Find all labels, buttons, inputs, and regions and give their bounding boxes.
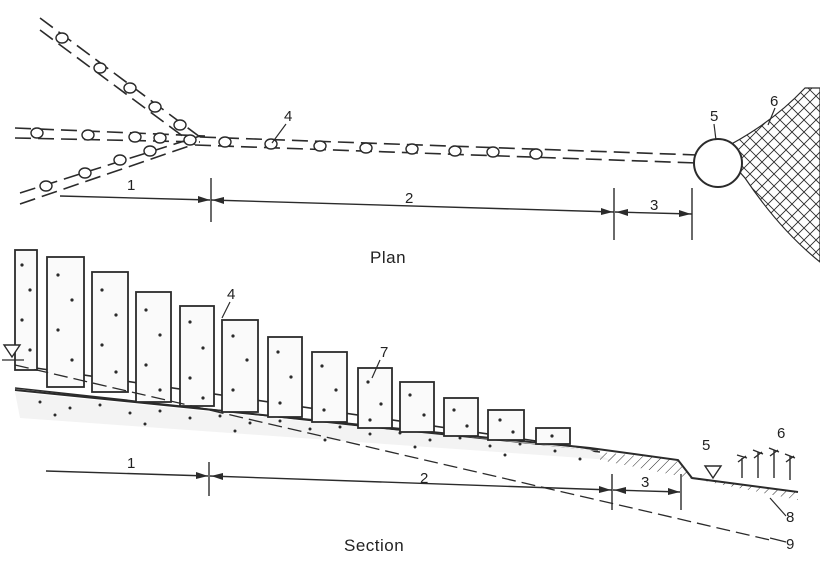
leader-line-water-table xyxy=(769,537,787,543)
outlet-ground-hatch xyxy=(600,452,798,500)
section-label-4: 4 xyxy=(227,286,235,303)
plan-label-6: 6 xyxy=(770,93,778,110)
section-label-5: 5 xyxy=(702,437,710,454)
section-label-8: 8 xyxy=(786,509,794,526)
section-dimension-1 xyxy=(45,462,210,496)
shaft-gravel-dots xyxy=(20,263,554,438)
plan-dimension-2 xyxy=(210,188,615,240)
middle-branch-channel xyxy=(14,127,206,143)
plan-caption: Plan xyxy=(370,248,406,267)
gravel-dots xyxy=(38,400,582,461)
leader-line-shaft xyxy=(221,301,231,319)
water-level-icon-left xyxy=(2,344,22,359)
leader-line-pit xyxy=(713,123,717,141)
plan-dimension-3 xyxy=(614,188,693,240)
well-shaft-markers xyxy=(30,32,543,192)
leader-line-well xyxy=(271,123,287,144)
section-label-7: 7 xyxy=(380,344,388,361)
plan-label-3: 3 xyxy=(650,197,658,214)
section-label-1: 1 xyxy=(127,455,135,472)
gravel-aquifer-band xyxy=(15,392,610,460)
section-caption: Section xyxy=(344,536,404,555)
plan-dimension-1 xyxy=(59,178,212,222)
leader-line-field xyxy=(767,107,776,126)
section-dimension-3 xyxy=(612,474,682,510)
plan-label-2: 2 xyxy=(405,190,413,207)
tree-icons xyxy=(736,447,796,480)
plan-label-4: 4 xyxy=(284,108,292,125)
outlet-pit xyxy=(693,138,743,188)
section-dimension-2 xyxy=(209,473,613,510)
plan-label-1: 1 xyxy=(127,177,135,194)
plan-label-5: 5 xyxy=(710,108,718,125)
section-label-3: 3 xyxy=(641,474,649,491)
section-view: 1 2 3 4 5 6 7 8 9 Section xyxy=(2,249,799,555)
plan-view: 1 2 3 4 5 6 Plan xyxy=(14,17,820,267)
lower-branch-channel xyxy=(19,135,201,205)
well-shafts xyxy=(14,249,571,445)
water-table-line xyxy=(14,364,771,541)
section-label-2: 2 xyxy=(420,470,428,487)
section-label-9: 9 xyxy=(786,536,794,553)
leader-line-ground xyxy=(769,497,787,517)
main-channel xyxy=(194,136,698,164)
irrigated-field xyxy=(719,87,820,263)
leader-line-gravel xyxy=(371,359,381,379)
water-level-icon-right xyxy=(703,465,723,480)
section-label-6: 6 xyxy=(777,425,785,442)
